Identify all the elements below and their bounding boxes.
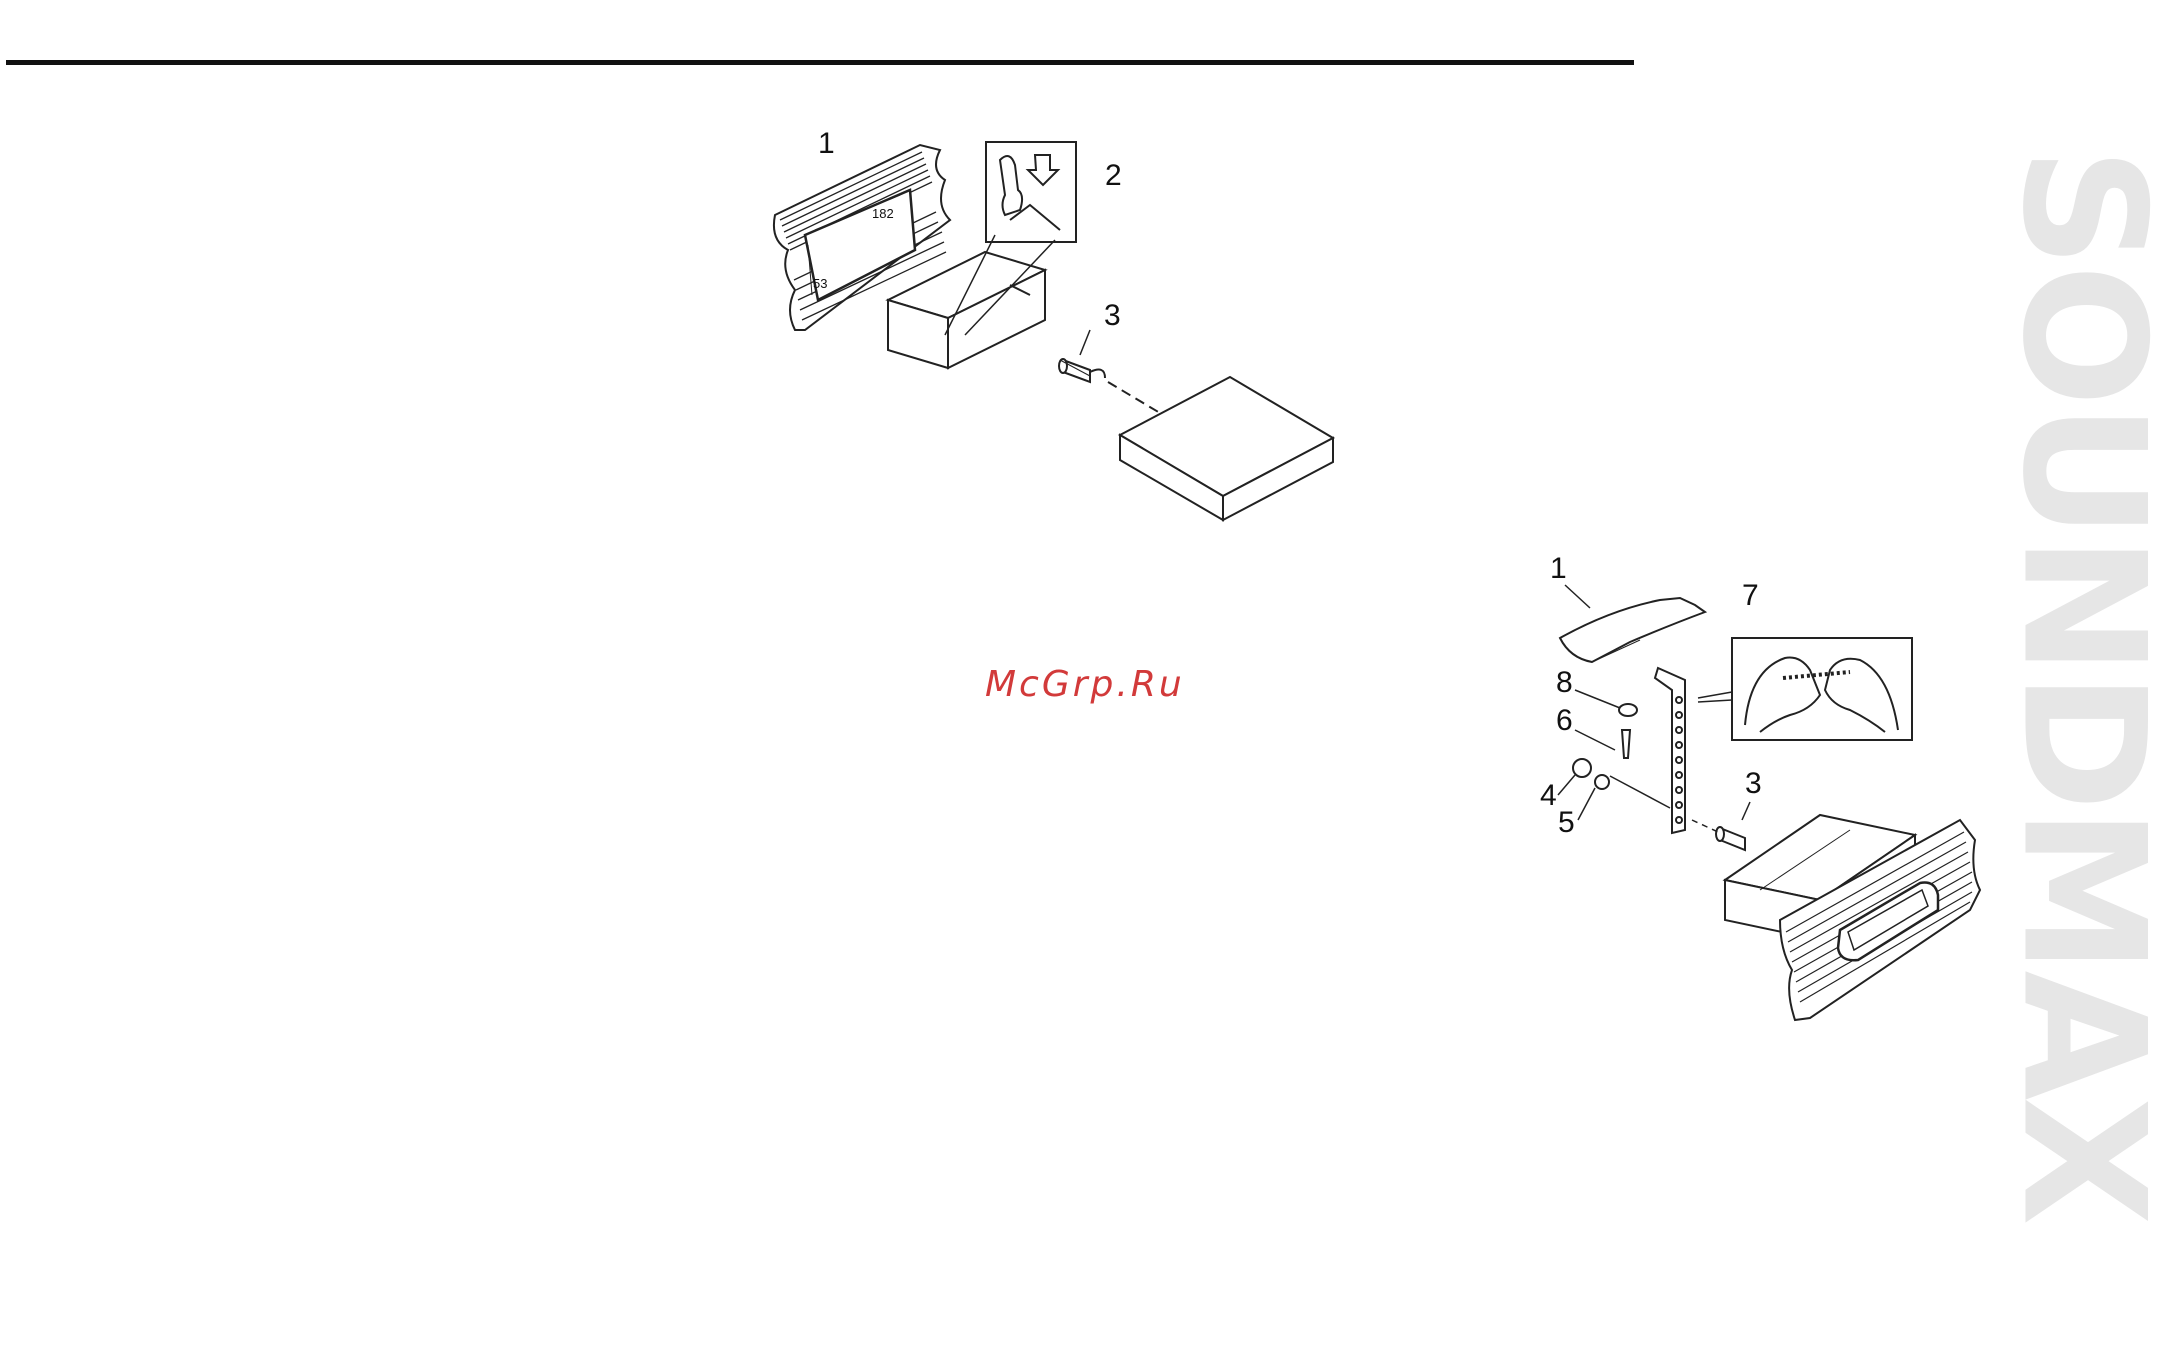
callout-1: 1 [818,127,835,160]
callout-8: 8 [1556,666,1573,699]
mounting-sleeve [888,252,1045,368]
mounting-strap [1655,668,1685,833]
callout-1: 1 [1550,552,1567,585]
callout-6: 6 [1556,704,1573,737]
din-installation-drawing: 182 53 1 2 3 [760,120,1360,530]
screw-part [1622,730,1630,758]
header-rule [6,60,1634,65]
din-installation-diagram: 182 53 1 2 3 [760,120,1360,530]
callout-2: 2 [1105,159,1122,192]
brand-name: SOUNDMAX [2000,147,2157,1222]
nut-part [1573,759,1591,777]
callout-4: 4 [1540,779,1557,812]
callout-3: 3 [1104,299,1121,332]
lock-washer-part [1595,775,1609,789]
strap-installation-diagram: 1 7 8 [1520,550,2020,1030]
dashboard-panel [1560,598,1705,662]
callout-7: 7 [1742,579,1759,612]
bending-strap-inset [1698,638,1912,740]
width-dimension: 182 [872,206,894,221]
callout-3: 3 [1745,767,1762,800]
strap-installation-drawing: 1 7 8 [1520,550,2020,1030]
head-unit [1120,377,1333,520]
washer-part [1619,704,1637,716]
watermark-text: McGrp.Ru [985,664,1185,705]
mounting-bolt [1716,827,1745,850]
callout-5: 5 [1558,806,1575,839]
height-dimension: 53 [813,276,827,291]
brand-logo: SOUNDMAX [2010,0,2157,1369]
mounting-bolt [1059,359,1105,382]
